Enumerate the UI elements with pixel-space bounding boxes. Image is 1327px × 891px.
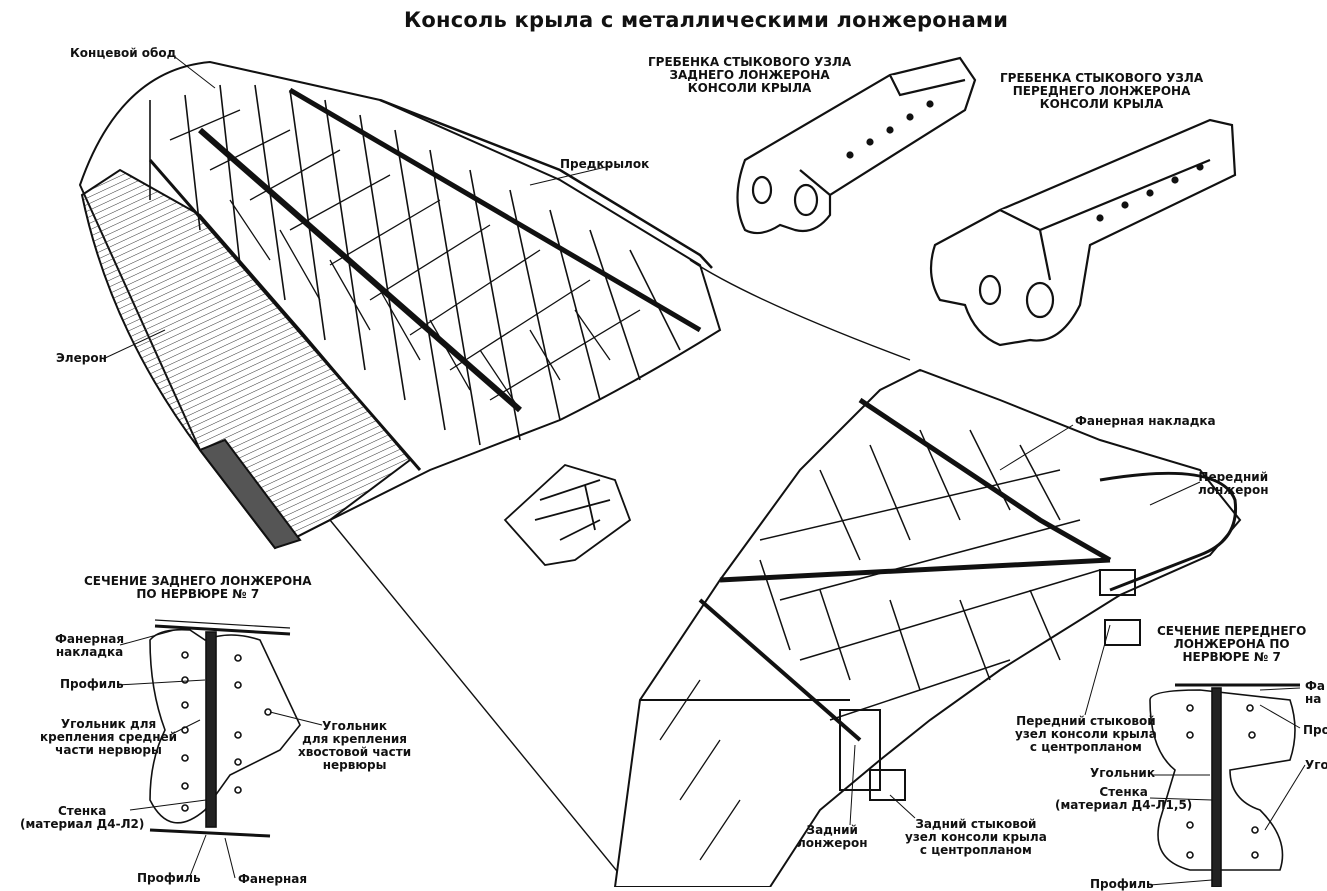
front-section-plywood-pad-cut: Фа на bbox=[1305, 679, 1325, 706]
label-slat: Предкрылок bbox=[560, 157, 650, 171]
front-section-profile-bottom: Профиль bbox=[1090, 877, 1154, 891]
page-title: Консоль крыла с металлическими лонжерона… bbox=[404, 8, 1009, 32]
label-front-joint: Передний стыковой узел консоли крыла с ц… bbox=[1015, 714, 1157, 754]
rear-spar-section-drawing bbox=[149, 619, 301, 838]
rear-section-heading: СЕЧЕНИЕ ЗАДНЕГО ЛОНЖЕРОНА ПО НЕРВЮРЕ № 7 bbox=[84, 574, 312, 601]
wing-console-main bbox=[78, 60, 911, 887]
front-section-web: Стенка (материал Д4-Л1,5) bbox=[1055, 785, 1193, 812]
rear-spar-comb-fitting bbox=[736, 56, 977, 235]
label-plywood-pad-main: Фанерная накладка bbox=[1075, 414, 1216, 428]
label-aileron: Элерон bbox=[56, 351, 107, 365]
leader-lines bbox=[102, 56, 1306, 886]
label-front-comb: ГРЕБЕНКА СТЫКОВОГО УЗЛА ПЕРЕДНЕГО ЛОНЖЕР… bbox=[1000, 71, 1204, 111]
label-wingtip-rim: Концевой обод bbox=[70, 46, 177, 60]
rear-section-profile-bottom: Профиль bbox=[137, 871, 201, 885]
rear-section-angle-mid: Угольник для крепления средней части нер… bbox=[40, 717, 178, 757]
front-section-angle: Угольник bbox=[1090, 766, 1155, 780]
wing-root-cutaway bbox=[613, 368, 1242, 887]
label-front-spar-main: Передний лонжерон bbox=[1198, 470, 1269, 497]
front-section-angle-right-cut: Уго bbox=[1305, 758, 1327, 772]
rear-section-angle-tail: Угольник для крепления хвостовой части н… bbox=[298, 719, 412, 772]
label-rear-comb: ГРЕБЕНКА СТЫКОВОГО УЗЛА ЗАДНЕГО ЛОНЖЕРОН… bbox=[648, 55, 852, 95]
front-spar-comb-fitting bbox=[929, 118, 1237, 347]
label-rear-joint: Задний стыковой узел консоли крыла с цен… bbox=[905, 817, 1047, 857]
front-section-profile-cut: Про bbox=[1303, 723, 1327, 737]
rear-section-plywood-bottom: Фанерная bbox=[238, 872, 308, 886]
front-spar-section-drawing bbox=[1149, 683, 1300, 887]
rear-section-web: Стенка (материал Д4-Л2) bbox=[20, 804, 145, 831]
rear-section-profile-top: Профиль bbox=[60, 677, 124, 691]
rear-section-plywood-pad: Фанерная накладка bbox=[55, 632, 125, 659]
small-fitting-detail bbox=[503, 463, 632, 566]
front-section-heading: СЕЧЕНИЕ ПЕРЕДНЕГО ЛОНЖЕРОНА ПО НЕРВЮРЕ №… bbox=[1157, 624, 1307, 664]
label-rear-spar-main: Задний лонжерон bbox=[797, 823, 868, 850]
